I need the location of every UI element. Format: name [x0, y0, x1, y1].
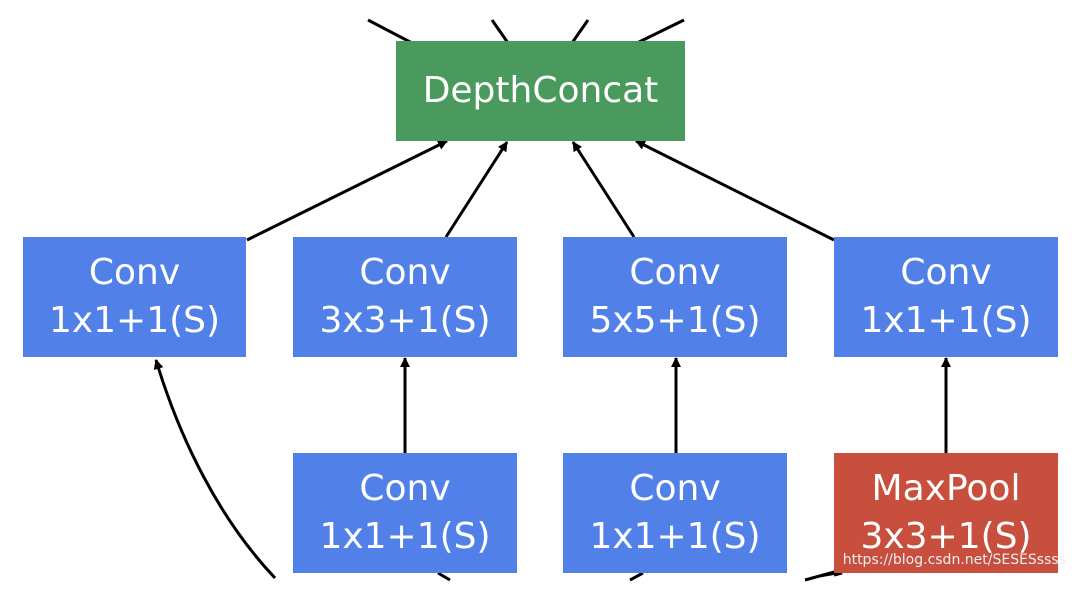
- node-title: MaxPool: [871, 468, 1021, 509]
- outgoing-edge-1: [437, 571, 451, 582]
- incoming-edge-2: [490, 19, 510, 44]
- depth-concat-node: DepthConcat: [396, 41, 685, 141]
- reduce-5x5-node: Conv 1x1+1(S): [563, 453, 787, 573]
- edge-conv-1x1-b-to-concat: [635, 139, 835, 242]
- reduce-3x3-node: Conv 1x1+1(S): [293, 453, 517, 573]
- watermark-text: https://blog.csdn.net/SESESssss: [842, 552, 1066, 568]
- incoming-edge-4: [636, 18, 685, 45]
- conv-1x1-node-a: Conv 1x1+1(S): [23, 237, 246, 357]
- incoming-edge-1: [367, 18, 413, 45]
- edge-input-to-conv-1x1-a: [153, 359, 277, 580]
- node-params: 5x5+1(S): [589, 300, 761, 341]
- depth-concat-label: DepthConcat: [422, 70, 659, 111]
- node-title: Conv: [359, 468, 451, 509]
- node-params: 1x1+1(S): [48, 300, 221, 341]
- node-title: Conv: [359, 252, 451, 293]
- node-params: 1x1+1(S): [860, 300, 1032, 341]
- conv-1x1-node-b: Conv 1x1+1(S): [834, 237, 1058, 357]
- node-title: Conv: [900, 252, 992, 293]
- conv-5x5-node: Conv 5x5+1(S): [563, 237, 787, 357]
- node-params: 3x3+1(S): [860, 516, 1032, 557]
- edge-conv-5x5-to-concat: [571, 141, 636, 238]
- node-title: Conv: [629, 468, 721, 509]
- incoming-edge-3: [570, 19, 590, 44]
- edge-conv-3x3-to-concat: [444, 141, 509, 238]
- node-params: 1x1+1(S): [319, 516, 491, 557]
- node-params: 3x3+1(S): [319, 300, 491, 341]
- outgoing-edge-2: [629, 571, 644, 582]
- max-pool-node: MaxPool 3x3+1(S): [834, 453, 1058, 573]
- conv-3x3-node: Conv 3x3+1(S): [293, 237, 517, 357]
- node-params: 1x1+1(S): [589, 516, 761, 557]
- node-title: Conv: [88, 252, 181, 293]
- edge-conv-1x1-a-to-concat: [246, 139, 448, 242]
- outgoing-edge-3: [804, 570, 843, 582]
- node-title: Conv: [629, 252, 721, 293]
